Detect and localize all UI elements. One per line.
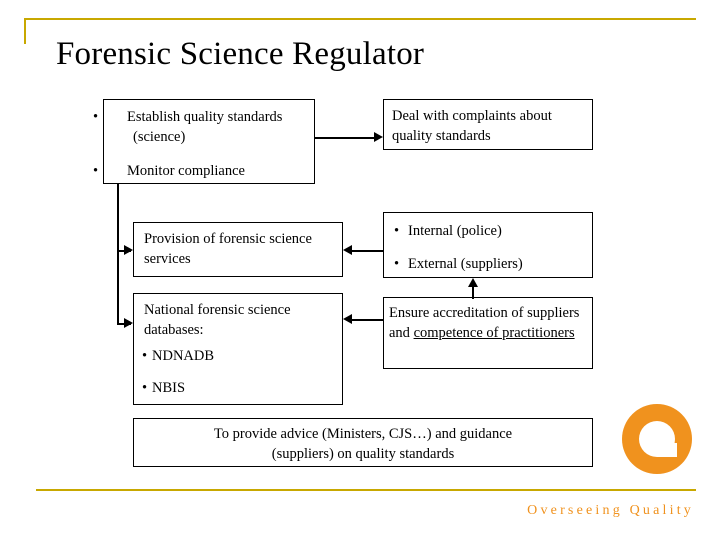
box-accreditation: Ensure accreditation of suppliers and co… bbox=[383, 297, 593, 369]
databases-item-nbis-label: NBIS bbox=[152, 380, 186, 396]
connector-accreditation-to-intext bbox=[472, 285, 474, 299]
external-label: External (suppliers) bbox=[408, 256, 523, 272]
box-complaints: Deal with complaints about quality stand… bbox=[383, 99, 593, 150]
standards-item-1: • Establish quality standards (science) bbox=[93, 108, 333, 147]
databases-item-ndnadb-label: NDNADB bbox=[152, 348, 215, 364]
accreditation-underlined-text: competence of practitioners bbox=[413, 324, 575, 341]
bullet-glyph: • bbox=[142, 380, 148, 396]
bullet-glyph: • bbox=[93, 109, 99, 125]
complaints-label: Deal with complaints about quality stand… bbox=[392, 108, 552, 144]
external-item: • External (suppliers) bbox=[394, 255, 523, 275]
advice-line-1: To provide advice (Ministers, CJS…) and … bbox=[213, 426, 513, 442]
arrow-head-left bbox=[343, 314, 352, 324]
standards-item-1-label: Establish quality standards (science) bbox=[127, 109, 283, 145]
connector-accreditation-to-databases bbox=[350, 319, 383, 321]
standards-item-2: • Monitor compliance bbox=[93, 162, 333, 182]
connector-standards-to-complaints bbox=[315, 137, 375, 139]
left-rule bbox=[24, 18, 26, 44]
arrow-head-up bbox=[468, 278, 478, 287]
bullet-glyph: • bbox=[93, 163, 99, 179]
standards-item-2-label: Monitor compliance bbox=[127, 163, 245, 179]
arrow-head-right bbox=[374, 132, 383, 142]
box-advice: To provide advice (Ministers, CJS…) and … bbox=[133, 418, 593, 467]
box-databases: National forensic science databases: •ND… bbox=[133, 293, 343, 405]
connector-intext-to-provision bbox=[350, 250, 383, 252]
internal-label: Internal (police) bbox=[408, 223, 502, 239]
box-standards: • Establish quality standards (science) •… bbox=[93, 99, 315, 184]
accreditation-plain-text: Ensure accreditation of suppliers and bbox=[389, 305, 580, 341]
databases-item-nbis: •NBIS bbox=[142, 379, 185, 399]
bullet-glyph: • bbox=[394, 223, 400, 239]
top-rule bbox=[24, 18, 696, 20]
box-provision: Provision of forensic science services bbox=[133, 222, 343, 277]
bottom-rule bbox=[36, 489, 696, 491]
box-internal-external: • Internal (police) • External (suppliers) bbox=[383, 212, 593, 278]
connector-spine-vertical bbox=[117, 184, 119, 324]
bullet-glyph: • bbox=[394, 256, 400, 272]
databases-item-ndnadb: •NDNADB bbox=[142, 347, 214, 367]
databases-heading: National forensic science databases: bbox=[144, 302, 291, 338]
provision-label: Provision of forensic science services bbox=[144, 231, 312, 267]
tagline: Overseeing Quality bbox=[527, 503, 694, 518]
overseeing-quality-logo bbox=[622, 404, 692, 474]
advice-line-2: (suppliers) on quality standards bbox=[271, 445, 455, 462]
logo-notch bbox=[657, 443, 677, 457]
arrow-head-left bbox=[343, 245, 352, 255]
arrow-head-right bbox=[124, 245, 133, 255]
bullet-glyph: • bbox=[142, 348, 148, 364]
page-title: Forensic Science Regulator bbox=[56, 36, 425, 72]
internal-item: • Internal (police) bbox=[394, 222, 502, 242]
arrow-head-right bbox=[124, 318, 133, 328]
